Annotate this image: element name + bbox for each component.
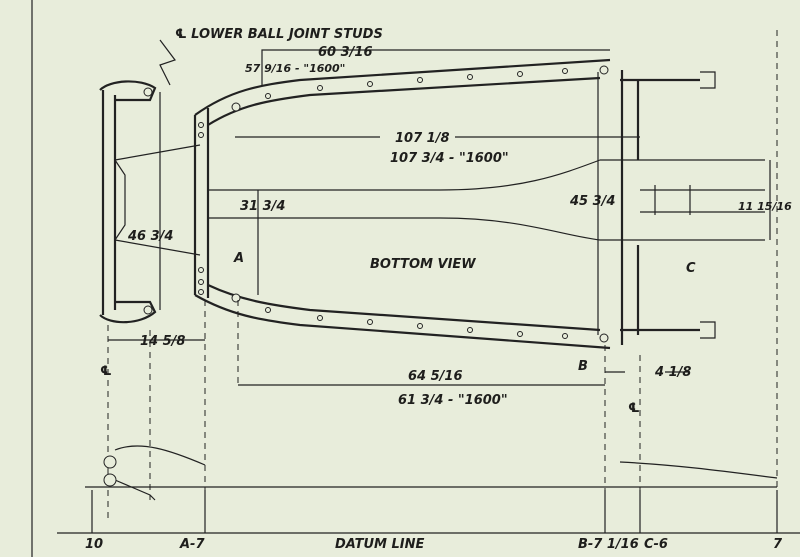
- dim-length-1600-label: 107 3/4 - "1600": [390, 151, 509, 166]
- front-rail-crossmember: [193, 108, 210, 298]
- datum-mark-10: 10: [85, 537, 103, 552]
- center-rail-upper: [208, 159, 765, 191]
- center-rail-lower: [208, 217, 765, 241]
- dim-front-rail-span-label: 31 3/4: [240, 199, 285, 214]
- ball-joint-note: ℄ LOWER BALL JOINT STUDS: [175, 27, 383, 42]
- datum-line-label: DATUM LINE: [335, 537, 424, 552]
- dim-top-width: [261, 49, 610, 85]
- datum-mark-a7: A-7: [179, 537, 205, 552]
- dim-mid-length-label: 64 5/16: [408, 369, 463, 384]
- lower-side-rail: [194, 284, 611, 350]
- datum-mark-7: 7: [773, 537, 783, 552]
- datum-arrows: [91, 490, 778, 533]
- front-crossmember: [99, 80, 157, 324]
- dim-mid-length-1600-label: 61 3/4 - "1600": [398, 393, 508, 408]
- leader-break: [159, 39, 176, 86]
- dim-length-label: 107 1/8: [395, 131, 450, 146]
- rear-crossmember: [620, 70, 716, 345]
- dim-front-span-label: 46 3/4: [127, 229, 173, 244]
- side-view: [85, 445, 778, 501]
- dim-front-offset-label: 14 5/8: [140, 334, 185, 349]
- rear-axle-housing: [640, 185, 765, 215]
- upper-side-rail: [194, 58, 611, 126]
- bottom-view-label: BOTTOM VIEW: [370, 257, 476, 272]
- dim-rear-span-label: 45 3/4: [569, 194, 615, 209]
- front-centerline-symbol: ℄: [100, 364, 112, 379]
- dim-rear-axle-span-label: 11 15/16: [738, 200, 792, 213]
- point-c-label: C: [686, 261, 696, 276]
- point-a-label: A: [233, 251, 244, 266]
- dim-top-width-1600-label: 57 9/16 - "1600": [245, 62, 345, 75]
- dim-rear-offset-label: 4 1/8: [654, 365, 691, 380]
- datum-mark-b7: B-7 1/16: [578, 537, 639, 552]
- datum-mark-c6: C-6: [644, 537, 668, 552]
- dim-top-width-label: 60 3/16: [318, 45, 373, 60]
- point-b-label: B: [578, 359, 588, 374]
- projection-lines: [107, 300, 641, 520]
- brace-lines: [114, 144, 201, 256]
- rear-centerline-symbol: ℄: [628, 401, 640, 416]
